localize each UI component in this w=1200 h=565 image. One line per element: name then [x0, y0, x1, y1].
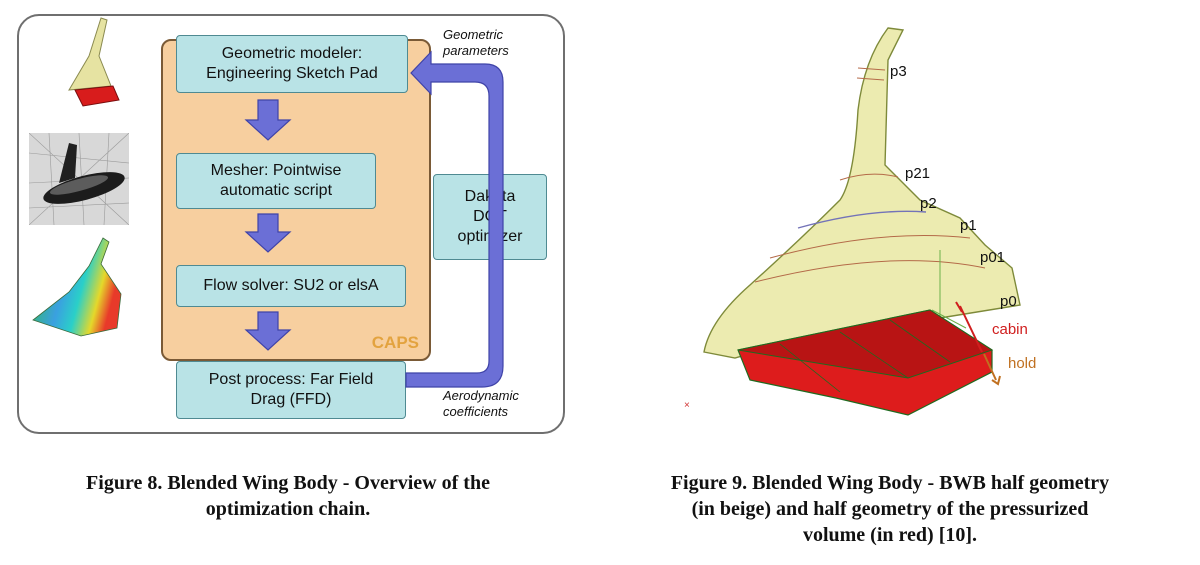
- origin-mark: ×: [684, 400, 690, 411]
- cabin-label: cabin: [992, 321, 1028, 338]
- post-process-box: Post process: Far Field Drag (FFD): [176, 361, 406, 419]
- bwb-wing-surface: [703, 27, 1021, 359]
- section-label-p01: p01: [980, 249, 1005, 266]
- figure-9-caption-line-1: Figure 9. Blended Wing Body - BWB half g…: [670, 472, 1110, 494]
- geometric-modeler-line-2: Engineering Sketch Pad: [206, 65, 378, 82]
- flow-solver-line-1: Flow solver: SU2 or elsA: [203, 277, 379, 294]
- mesher-line-2: automatic script: [219, 182, 333, 199]
- section-label-p21: p21: [905, 165, 930, 182]
- geometric-modeler-line-1: Geometric modeler:: [221, 45, 363, 62]
- mesher-line-1: Mesher: Pointwise: [210, 162, 342, 179]
- down-arrow-3: [244, 311, 292, 351]
- caps-label: CAPS: [371, 333, 419, 352]
- hold-label: hold: [1008, 355, 1036, 372]
- post-process-line-2: Drag (FFD): [250, 391, 332, 408]
- figure-8-caption-line-1: Figure 8. Blended Wing Body - Overview o…: [86, 472, 490, 494]
- figure-9-caption-line-3: volume (in red) [10].: [802, 524, 978, 546]
- geometric-parameters-line-2: parameters: [443, 43, 509, 58]
- bwb-geometry-icon: [68, 17, 120, 107]
- figure-9-caption: Figure 9. Blended Wing Body - BWB half g…: [600, 470, 1180, 548]
- post-process-line-1: Post process: Far Field: [208, 371, 374, 388]
- figure-9-caption-line-2: (in beige) and half geometry of the pres…: [691, 498, 1089, 520]
- down-arrow-1: [244, 99, 292, 141]
- figure-8-caption-line-2: optimization chain.: [205, 498, 371, 520]
- flow-solver-box: Flow solver: SU2 or elsA: [176, 265, 406, 307]
- bwb-half-geometry-figure: × p3 p21 p2 p1 p01 p0 cabin hold: [684, 27, 1036, 416]
- figure-8-caption: Figure 8. Blended Wing Body - Overview o…: [20, 470, 556, 522]
- geometric-parameters-label: Geometric parameters: [443, 27, 509, 59]
- flow-arrows: [244, 50, 504, 388]
- mesher-box: Mesher: Pointwise automatic script: [176, 153, 376, 209]
- down-arrow-2: [244, 213, 292, 253]
- section-label-p0: p0: [1000, 293, 1017, 310]
- pressure-field-icon: [32, 237, 122, 337]
- aerodynamic-coefficients-label: Aerodynamic coefficients: [443, 388, 519, 420]
- figure-8-panel: CAPS Geometric modeler: Engineering Sket…: [17, 14, 565, 434]
- section-label-p2: p2: [920, 195, 937, 212]
- geometric-parameters-line-1: Geometric: [443, 27, 503, 42]
- section-label-p1: p1: [960, 217, 977, 234]
- aerodynamic-coefficients-line-2: coefficients: [443, 404, 509, 419]
- aerodynamic-coefficients-line-1: Aerodynamic: [443, 388, 519, 403]
- mesh-icon: [29, 133, 129, 225]
- feedback-arrow: [405, 50, 504, 388]
- geometric-modeler-box: Geometric modeler: Engineering Sketch Pa…: [176, 35, 408, 93]
- section-label-p3: p3: [890, 63, 907, 80]
